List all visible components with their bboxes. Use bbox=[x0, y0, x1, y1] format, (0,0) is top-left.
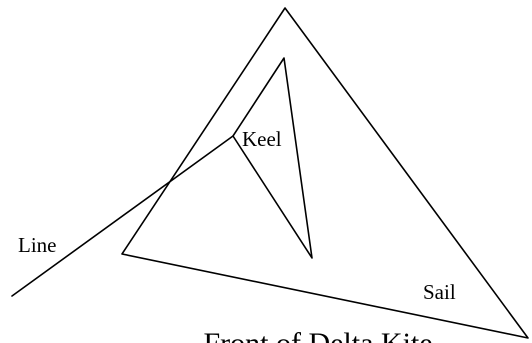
diagram-caption: Front of Delta Kite bbox=[203, 327, 432, 343]
sail-outline bbox=[121, 7, 529, 339]
flying-line bbox=[11, 135, 234, 297]
line-label: Line bbox=[18, 233, 56, 257]
sail-label: Sail bbox=[423, 280, 456, 304]
keel-outline bbox=[232, 57, 313, 259]
keel-label: Keel bbox=[242, 127, 282, 151]
